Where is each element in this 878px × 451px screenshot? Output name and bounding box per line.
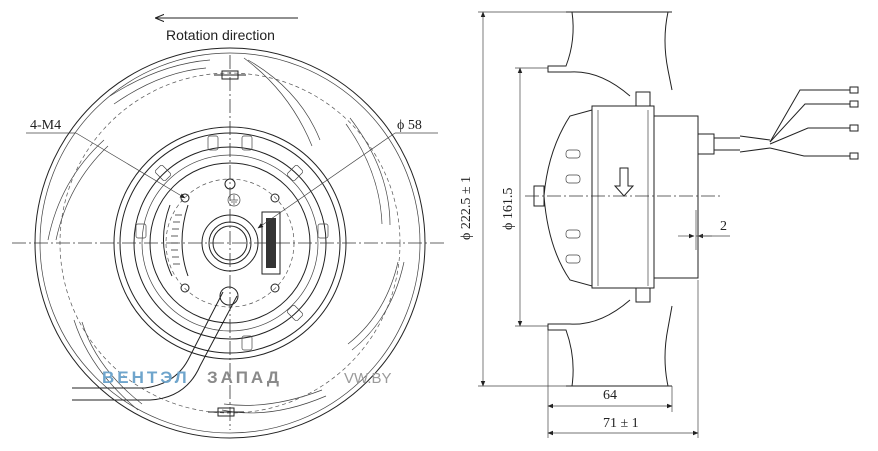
balance-clip-bottom bbox=[208, 407, 244, 417]
watermark-blue: ВЕНТЭЛ bbox=[102, 368, 190, 387]
depth-label: 64 bbox=[603, 388, 617, 403]
lead-wires bbox=[769, 86, 859, 160]
gap-label: 2 bbox=[720, 219, 727, 234]
total-depth-label: 71 ± 1 bbox=[603, 416, 639, 431]
watermark-domain: VW.BY bbox=[344, 370, 392, 387]
ground-symbol-icon bbox=[227, 193, 241, 207]
rotation-label: Rotation direction bbox=[166, 27, 275, 43]
outer-diameter-label: ϕ 222.5 ± 1 bbox=[459, 176, 474, 240]
impeller-blades bbox=[47, 57, 405, 414]
scale-plate bbox=[162, 204, 189, 277]
hub-diameter-label: ϕ 58 bbox=[397, 118, 422, 133]
side-view: ϕ 222.5 ± 1 ϕ 161.5 bbox=[459, 11, 859, 438]
mount-holes-label: 4-M4 bbox=[30, 118, 61, 133]
motor-diameter-label: ϕ 161.5 bbox=[501, 188, 516, 230]
power-cable bbox=[72, 286, 239, 401]
watermark: ВЕНТЭЛ ЗАПАД VW.BY bbox=[102, 368, 392, 387]
watermark-gray: ЗАПАД bbox=[207, 368, 282, 387]
motor-body bbox=[533, 91, 699, 303]
impeller-profile bbox=[547, 11, 673, 387]
cable-gland bbox=[697, 133, 771, 155]
balance-clip-top bbox=[214, 70, 246, 80]
front-view: Rotation direction bbox=[12, 18, 445, 439]
